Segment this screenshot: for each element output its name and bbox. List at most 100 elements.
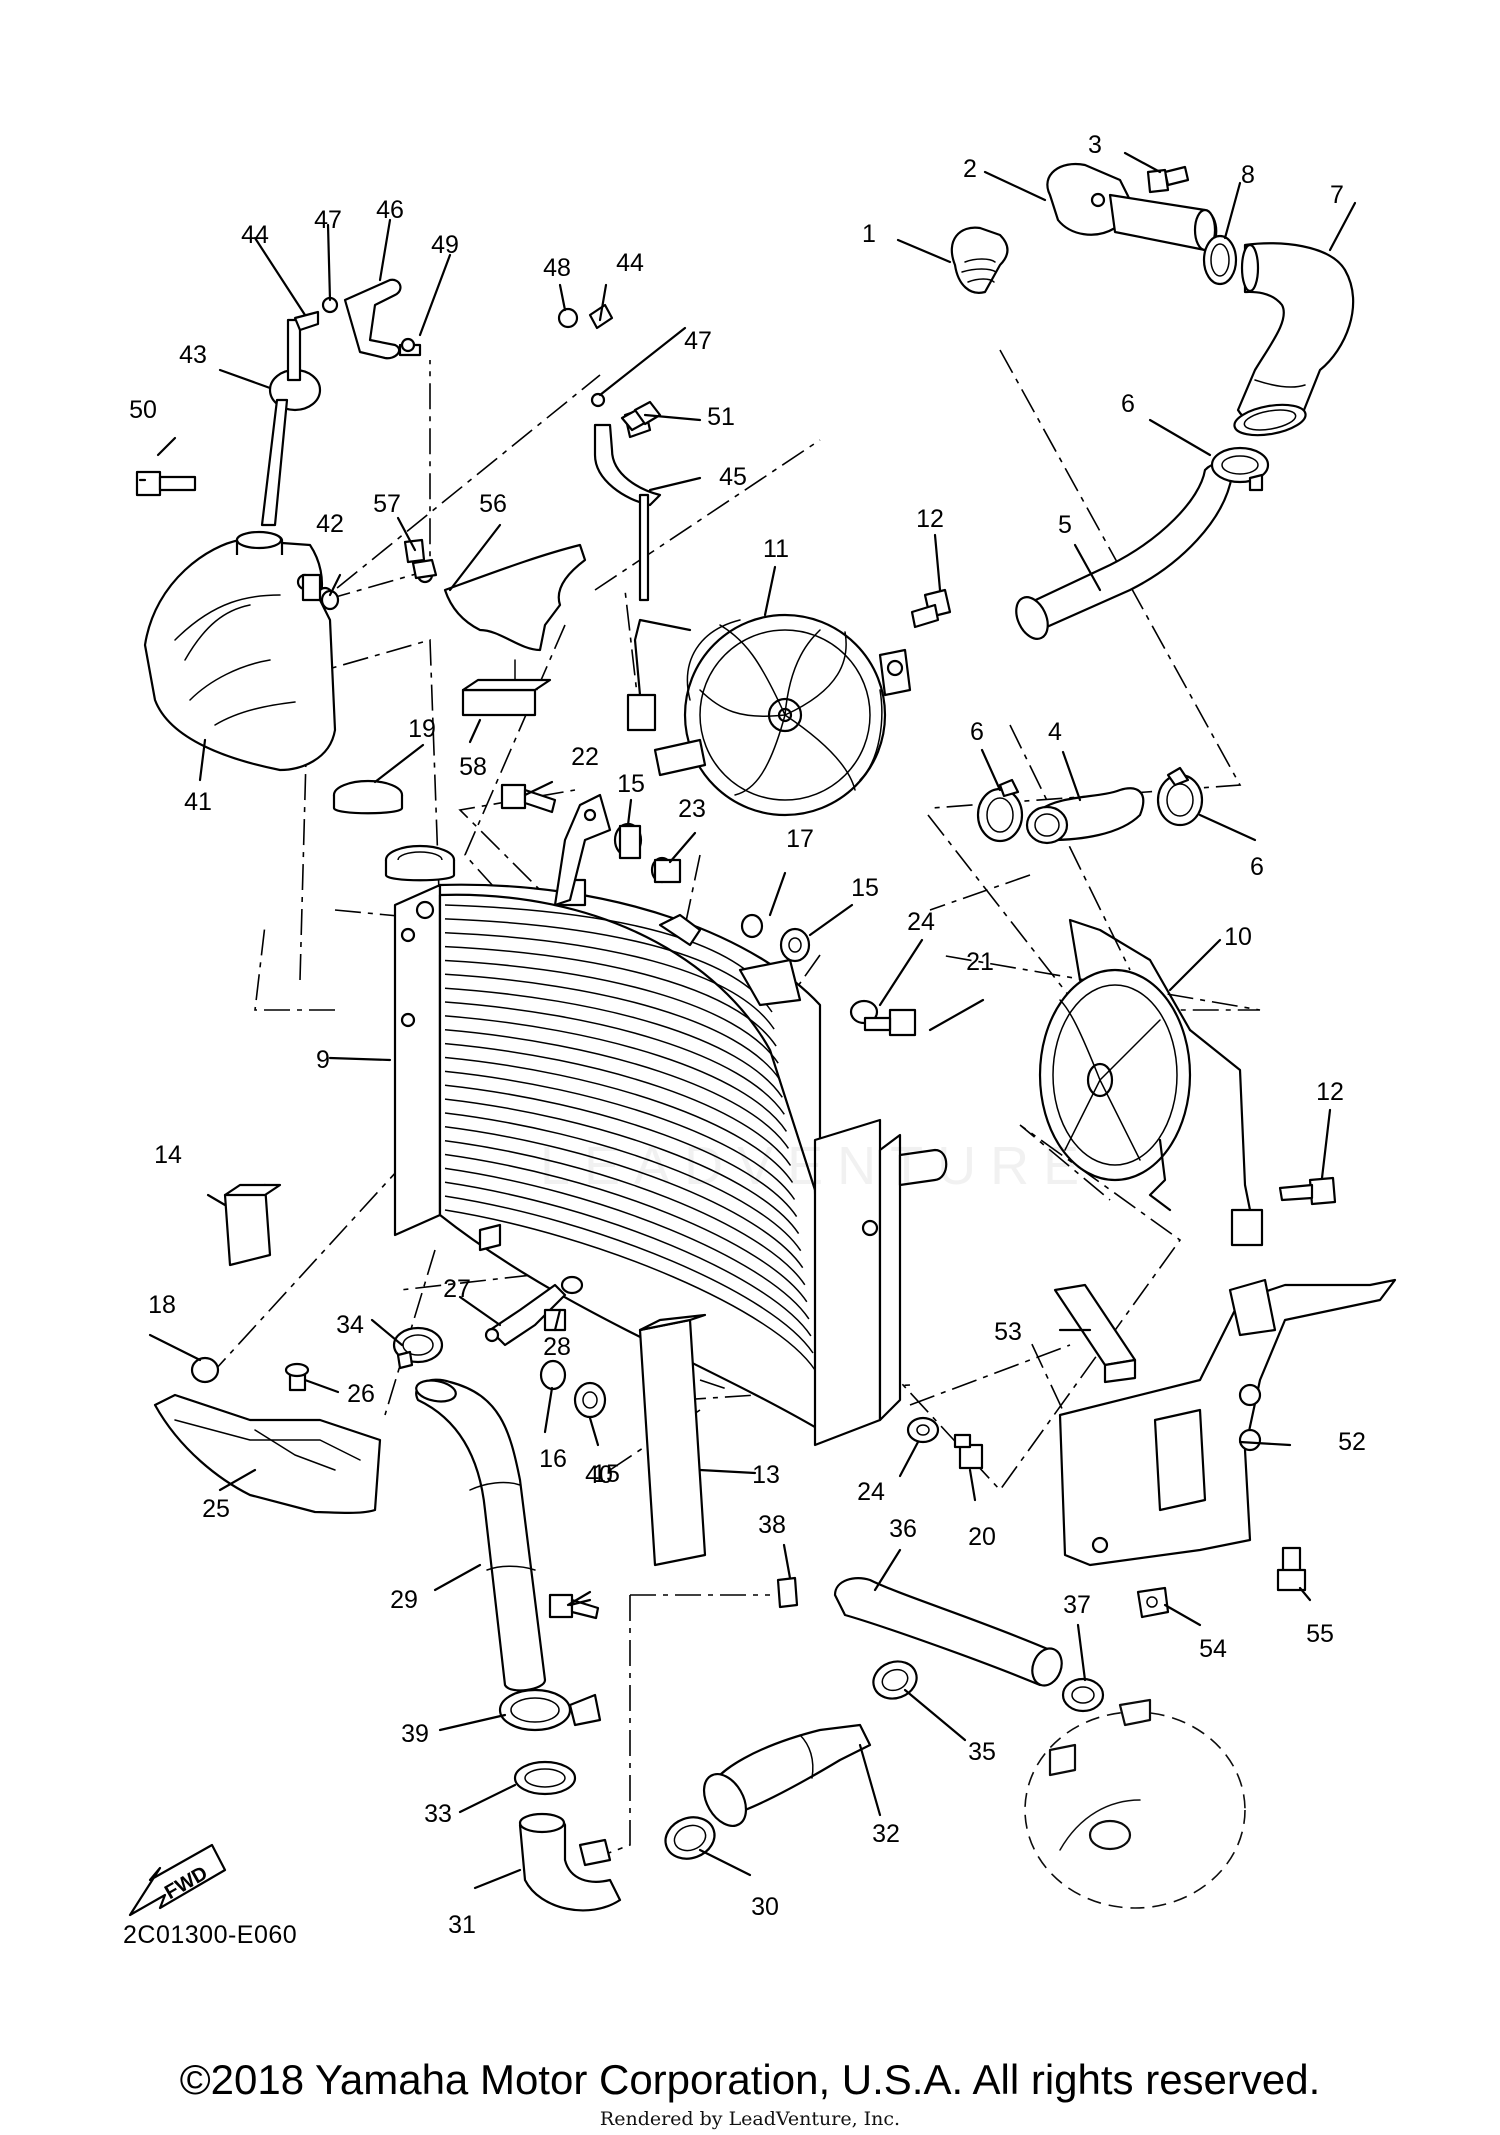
callout-56: 56	[479, 490, 507, 518]
callout-15-bottom: 15	[592, 1460, 620, 1488]
callout-35: 35	[968, 1738, 996, 1766]
callout-15-top: 15	[617, 770, 645, 798]
pipe-31	[518, 1812, 622, 1912]
radiator-fin	[444, 1056, 794, 1183]
filler-neck	[384, 844, 456, 882]
callout-27: 27	[443, 1275, 471, 1303]
callout-30: 30	[751, 1893, 779, 1921]
callout-6-top: 6	[1121, 390, 1135, 418]
callout-57: 57	[373, 490, 401, 518]
damper-53	[1053, 1283, 1137, 1384]
hose-36	[833, 1577, 1063, 1687]
grommet-42	[320, 589, 340, 611]
radiator-fin	[444, 959, 779, 1064]
callout-54: 54	[1199, 1635, 1227, 1663]
radiator-fin	[444, 1029, 790, 1149]
grommet-15-top	[613, 822, 643, 860]
hose-32	[702, 1723, 872, 1827]
callout-2: 2	[963, 155, 977, 183]
nut-54	[1136, 1586, 1170, 1619]
callout-48: 48	[543, 254, 571, 282]
radiator-fin	[444, 973, 781, 1081]
clamp-37	[1061, 1677, 1105, 1713]
callout-34: 34	[336, 1311, 364, 1339]
callout-26: 26	[347, 1380, 375, 1408]
callout-36: 36	[889, 1515, 917, 1543]
radiator	[393, 878, 948, 1447]
radiator-fin	[444, 987, 783, 1098]
collar-23	[650, 856, 682, 884]
radiator-fin	[444, 1153, 808, 1303]
grommet-18	[190, 1356, 220, 1384]
callout-25: 25	[202, 1495, 230, 1523]
callout-8: 8	[1241, 161, 1255, 189]
callout-20: 20	[968, 1523, 996, 1551]
callout-9: 9	[316, 1046, 330, 1074]
collar-17	[740, 913, 764, 939]
callout-14: 14	[154, 1141, 182, 1169]
clamp-6-top	[1210, 446, 1270, 492]
callout-11: 11	[763, 535, 789, 563]
radiator-fin	[444, 1126, 804, 1269]
callout-5: 5	[1058, 511, 1072, 539]
hose-5	[1015, 462, 1234, 640]
collar-16	[539, 1359, 567, 1391]
bolt-50	[135, 470, 197, 497]
radiator-fin	[444, 1001, 785, 1115]
clamp-6-left	[976, 778, 1024, 843]
clamp-30	[664, 1816, 716, 1860]
clamp-33	[513, 1760, 577, 1796]
clamp-6-right	[1156, 766, 1204, 827]
callout-13: 13	[752, 1461, 780, 1489]
callout-47-left: 47	[314, 206, 342, 234]
callout-6-right: 6	[1250, 853, 1264, 881]
watermark: LEADVENTURE	[540, 1136, 1094, 1196]
radiator-fin	[444, 1042, 792, 1166]
clamp-39	[498, 1688, 602, 1732]
callout-10: 10	[1224, 923, 1252, 951]
callout-23: 23	[678, 795, 706, 823]
callout-38: 38	[758, 1511, 786, 1539]
radiator-fin	[444, 1195, 814, 1354]
washer-24-bottom	[906, 1416, 940, 1444]
radiator-fin	[444, 945, 777, 1047]
callout-24-bottom: 24	[857, 1478, 885, 1506]
callout-12-top: 12	[916, 505, 944, 533]
radiator-fin	[444, 1084, 798, 1218]
bracket-27	[484, 1283, 567, 1347]
callout-40: 40	[585, 1461, 613, 1489]
callout-58: 58	[459, 753, 487, 781]
radiator-fin	[444, 1167, 810, 1320]
callout-1: 1	[862, 220, 876, 248]
bolt-12-right	[1278, 1176, 1337, 1206]
callout-labels: 1 2 3 4 5 6 6 6 7 8 9 10 11 12 12 13 14 …	[129, 131, 1366, 1939]
reservoir-tank	[143, 530, 337, 772]
callout-21: 21	[966, 948, 994, 976]
bolt-55	[1276, 1546, 1307, 1592]
clamp-34	[392, 1326, 444, 1370]
callout-50: 50	[129, 396, 157, 424]
damper-14	[223, 1183, 282, 1267]
callout-49: 49	[431, 231, 459, 259]
hose-7	[1233, 242, 1355, 437]
clip-26	[284, 1362, 310, 1392]
cover-25	[153, 1393, 382, 1514]
callout-42: 42	[316, 510, 344, 538]
fwd-arrow: FWD	[128, 1843, 227, 1917]
thermostat-housing	[950, 162, 1218, 294]
callout-29: 29	[390, 1586, 418, 1614]
oil-cooler	[1024, 1698, 1246, 1909]
radiator-cap-19	[332, 779, 404, 815]
grommet-15-mid	[779, 927, 811, 963]
callout-53: 53	[994, 1318, 1022, 1346]
rendered-by-credit: Rendered by LeadVenture, Inc.	[599, 2108, 901, 2130]
clamp-51	[620, 400, 662, 432]
callout-7: 7	[1330, 181, 1344, 209]
callout-18: 18	[148, 1291, 176, 1319]
callout-46: 46	[376, 196, 404, 224]
callout-28: 28	[543, 1333, 571, 1361]
bolt-38	[776, 1576, 799, 1609]
callout-4: 4	[1048, 718, 1062, 746]
callout-44-right: 44	[616, 249, 644, 277]
